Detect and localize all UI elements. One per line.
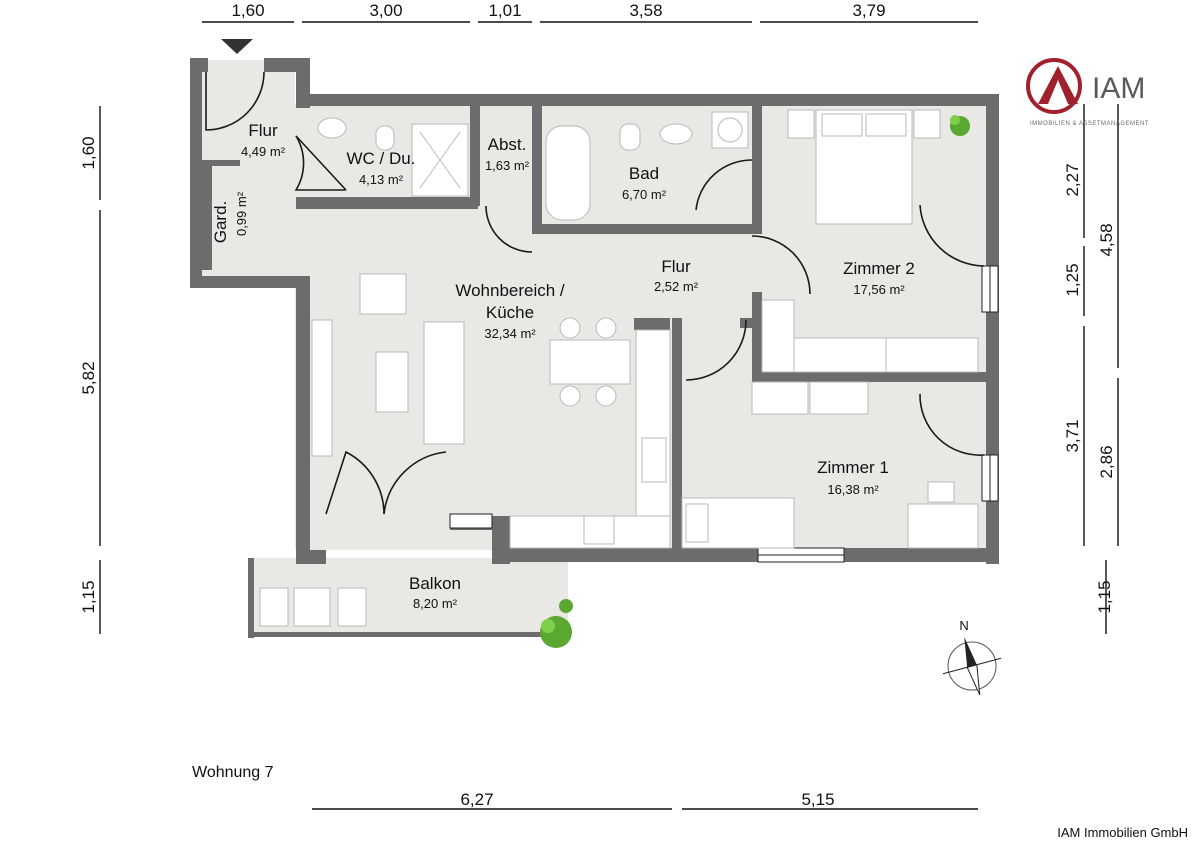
compass-label: N [959, 618, 968, 633]
room-area-zimmer1: 16,38 m² [827, 482, 879, 497]
dim-bottom-2: 5,15 [801, 790, 834, 809]
dim-left-3: 1,15 [79, 580, 98, 613]
room-name-balkon: Balkon [409, 574, 461, 593]
room-name-bad: Bad [629, 164, 659, 183]
dim-left-2: 5,82 [79, 361, 98, 394]
room-area-flur-hall: 2,52 m² [654, 279, 699, 294]
iam-logo-icon: IAM IMMOBILIEN & ASSETMANAGEMENT [1026, 58, 1149, 127]
dim-left-1: 1,60 [79, 136, 98, 169]
room-name-wohn-1: Wohnbereich / [455, 281, 565, 300]
unit-label: Wohnung 7 [192, 764, 274, 781]
dim-right-inner-3: 3,71 [1063, 419, 1082, 452]
room-area-flur-entry: 4,49 m² [241, 144, 286, 159]
compass-icon: N [942, 618, 1002, 696]
doors [205, 71, 985, 515]
room-area-gard: 0,99 m² [234, 191, 249, 236]
room-name-zimmer2: Zimmer 2 [843, 259, 915, 278]
room-area-wc: 4,13 m² [359, 172, 404, 187]
dim-right-inner-1: 2,27 [1063, 163, 1082, 196]
room-name-wohn-2: Küche [486, 303, 534, 322]
room-labels: Flur 4,49 m² WC / Du. 4,13 m² Abst. 1,63… [211, 121, 915, 611]
logo-text: IAM [1092, 72, 1145, 105]
logo-subtitle: IMMOBILIEN & ASSETMANAGEMENT [1030, 121, 1149, 127]
dim-top-1: 1,60 [231, 1, 264, 20]
dim-top-2: 3,00 [369, 1, 402, 20]
footer-text: IAM Immobilien GmbH [1057, 825, 1188, 840]
room-area-balkon: 8,20 m² [413, 596, 458, 611]
dim-top-3: 1,01 [488, 1, 521, 20]
dim-top-4: 3,58 [629, 1, 662, 20]
room-area-zimmer2: 17,56 m² [853, 282, 905, 297]
furniture [259, 109, 979, 627]
walls [190, 58, 999, 638]
dimension-labels: 1,60 3,00 1,01 3,58 3,79 1,60 5,82 1,15 … [79, 1, 1116, 809]
plant-icon [540, 115, 970, 648]
room-name-gard: Gard. [211, 201, 230, 244]
room-name-flur-hall: Flur [661, 257, 691, 276]
dim-right-inner-2: 1,25 [1063, 263, 1082, 296]
room-name-zimmer1: Zimmer 1 [817, 458, 889, 477]
room-area-wohn: 32,34 m² [484, 326, 536, 341]
dimension-lines [99, 21, 1119, 810]
room-name-flur-entry: Flur [248, 121, 278, 140]
windows [449, 265, 999, 563]
dim-right-outer-1: 4,58 [1097, 223, 1116, 256]
dim-right-inner-4: 1,15 [1095, 580, 1114, 613]
room-area-abst: 1,63 m² [485, 158, 530, 173]
room-name-abst: Abst. [488, 135, 527, 154]
entrance-marker [221, 39, 253, 54]
room-name-wc: WC / Du. [347, 149, 416, 168]
room-area-bad: 6,70 m² [622, 187, 667, 202]
dim-bottom-1: 6,27 [460, 790, 493, 809]
dim-top-5: 3,79 [852, 1, 885, 20]
dim-right-outer-2: 2,86 [1097, 445, 1116, 478]
